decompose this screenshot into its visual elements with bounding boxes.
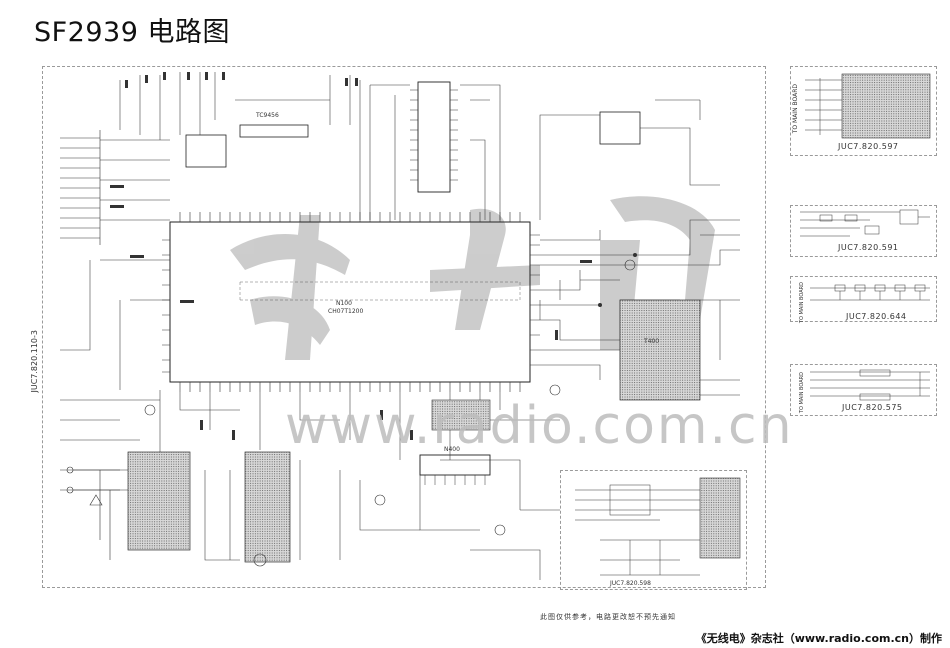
sub-board-code-597: JUC7.820.597 [838, 142, 899, 151]
wiring [60, 72, 740, 580]
sub-board-frame-575 [790, 364, 937, 416]
transistors [144, 259, 636, 567]
ic-n100-inner-dividers [239, 281, 521, 301]
sub-board-code-591: JUC7.820.591 [838, 243, 899, 252]
sub-board-frame-591 [790, 205, 937, 257]
sub-board-frame-597 [790, 66, 937, 156]
sub-board-597-block [841, 73, 931, 139]
ic-n400 [419, 454, 491, 476]
sub-board-frame-644 [790, 276, 937, 322]
ic-n100-part-label: CH07T1200 [328, 308, 364, 315]
sub-board-side-597: TO MAIN BOARD [792, 84, 799, 134]
ac-input [66, 466, 128, 560]
page-title: SF2939 电路图 [34, 17, 230, 48]
calligraphy-watermark [230, 196, 715, 360]
main-board-side-label: JUC7.820.110-3 [30, 330, 39, 393]
publisher-credit: 《无线电》杂志社（www.radio.com.cn）制作 [695, 632, 942, 645]
left-connector [60, 130, 170, 245]
block-n400-top [431, 399, 491, 431]
sub-board-591-circuit [800, 209, 930, 237]
sub-board-598-circuit [575, 484, 700, 576]
main-board-frame [42, 66, 766, 588]
sub-board-598-block [699, 477, 741, 559]
ic-upper-left [185, 134, 227, 168]
sub-board-575-circuit [810, 369, 930, 401]
sub-board-frame-598 [560, 470, 747, 590]
sub-board-code-575: JUC7.820.575 [842, 403, 903, 412]
sub-board-side-644: TO MAIN BOARD [799, 282, 805, 324]
power-block-mid [244, 451, 291, 563]
sub-board-code-598: JUC7.820.598 [610, 580, 651, 587]
sub-board-597-circuit [805, 78, 842, 135]
ic-n101 [417, 81, 451, 193]
ic-upper-mid [239, 124, 309, 138]
transformer-t400 [619, 299, 701, 401]
components [110, 72, 637, 440]
ic-n100-label: N100 [336, 300, 352, 307]
ic-t400-label: T400 [644, 338, 660, 345]
disclaimer-note: 此图仅供参考，电路更改恕不预先通知 [540, 613, 676, 621]
ic-n400-label: N400 [444, 446, 460, 453]
ic-n101-label: TC9456 [256, 112, 279, 119]
watermark-text: www.radio.com.cn [285, 396, 794, 456]
sub-board-644-circuit [810, 284, 930, 301]
ic-upper-right [599, 111, 641, 145]
sub-board-side-575: TO MAIN BOARD [799, 372, 805, 414]
sub-board-code-644: JUC7.820.644 [846, 312, 907, 321]
power-block-left [127, 451, 191, 551]
